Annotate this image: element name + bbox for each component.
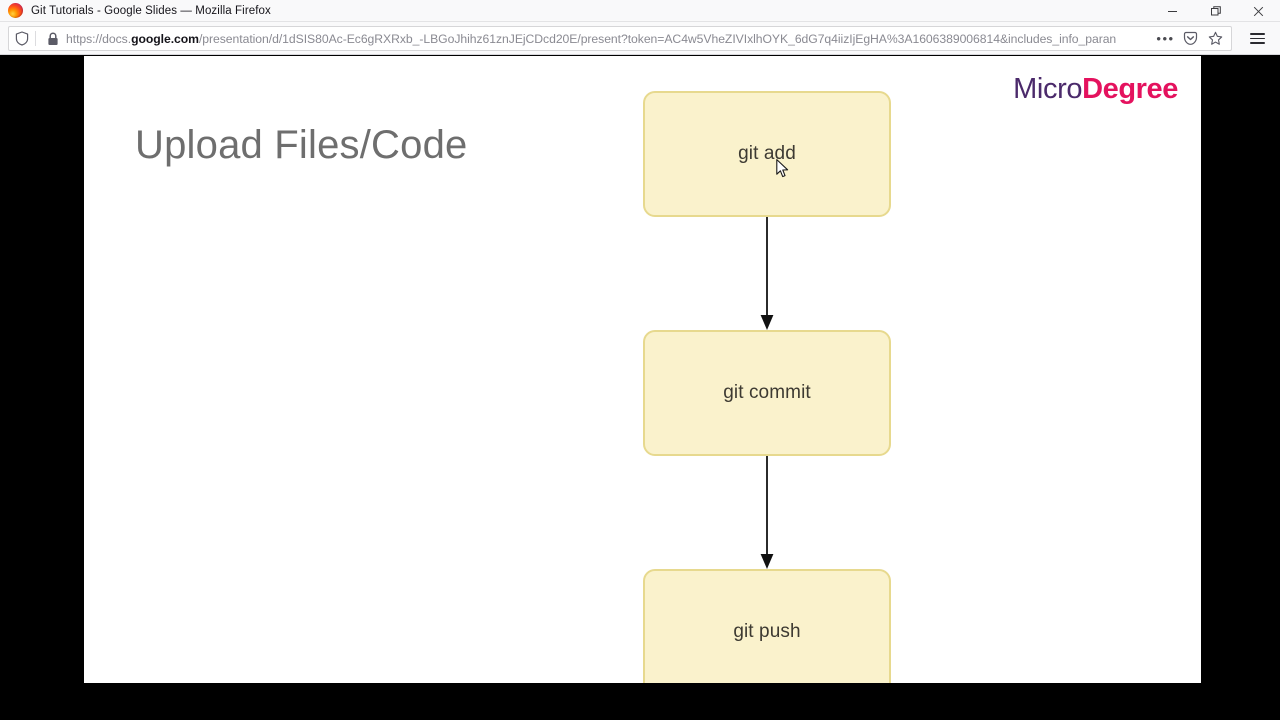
- flow-node-label: git commit: [723, 382, 811, 403]
- flow-node-git-commit[interactable]: git commit: [643, 330, 891, 456]
- urlbar-divider: [35, 31, 36, 46]
- url-prefix: https://docs.: [66, 31, 132, 46]
- page-title: Upload Files/Code: [135, 123, 468, 167]
- navigation-toolbar: https://docs.google.com/presentation/d/1…: [0, 22, 1280, 55]
- pocket-save-icon[interactable]: [1178, 27, 1203, 50]
- overflow-dots-icon[interactable]: •••: [1153, 27, 1178, 50]
- close-button[interactable]: [1237, 0, 1280, 22]
- window-controls: [1151, 0, 1280, 22]
- padlock-secure-icon[interactable]: [40, 32, 66, 46]
- flow-node-label: git add: [738, 143, 796, 164]
- logo-degree-text: Degree: [1082, 73, 1178, 105]
- slide-canvas: Upload Files/Code MicroDegree git add gi…: [84, 56, 1201, 683]
- logo-micro-text: Micro: [1013, 73, 1083, 105]
- url-text[interactable]: https://docs.google.com/presentation/d/1…: [66, 32, 1153, 46]
- minimize-button[interactable]: [1151, 0, 1194, 22]
- presentation-viewport: Upload Files/Code MicroDegree git add gi…: [0, 56, 1280, 720]
- star-bookmark-icon[interactable]: [1203, 27, 1228, 50]
- flow-node-label: git push: [733, 621, 801, 642]
- flow-node-git-add[interactable]: git add: [643, 91, 891, 217]
- microdegree-logo: MicroDegree: [1013, 73, 1178, 106]
- restore-button[interactable]: [1194, 0, 1237, 22]
- overflow-dots-label: •••: [1156, 30, 1175, 46]
- flow-node-git-push[interactable]: git push: [643, 569, 891, 683]
- hamburger-menu-icon[interactable]: [1240, 26, 1274, 51]
- flow-arrow-commit-to-push: [643, 456, 891, 569]
- urlbar-actions: •••: [1153, 27, 1231, 50]
- git-workflow-flowchart: git add git commit: [643, 91, 891, 683]
- tracking-protection-shield-icon[interactable]: [9, 31, 35, 46]
- url-domain: google.com: [131, 31, 199, 46]
- url-bar[interactable]: https://docs.google.com/presentation/d/1…: [8, 26, 1232, 51]
- url-suffix: /presentation/d/1dSIS80Ac-Ec6gRXRxb_-LBG…: [198, 31, 1117, 46]
- firefox-logo-icon: [8, 2, 24, 19]
- window-title: Git Tutorials - Google Slides — Mozilla …: [31, 4, 271, 17]
- title-bar: Git Tutorials - Google Slides — Mozilla …: [0, 0, 1280, 22]
- flow-arrow-add-to-commit: [643, 217, 891, 330]
